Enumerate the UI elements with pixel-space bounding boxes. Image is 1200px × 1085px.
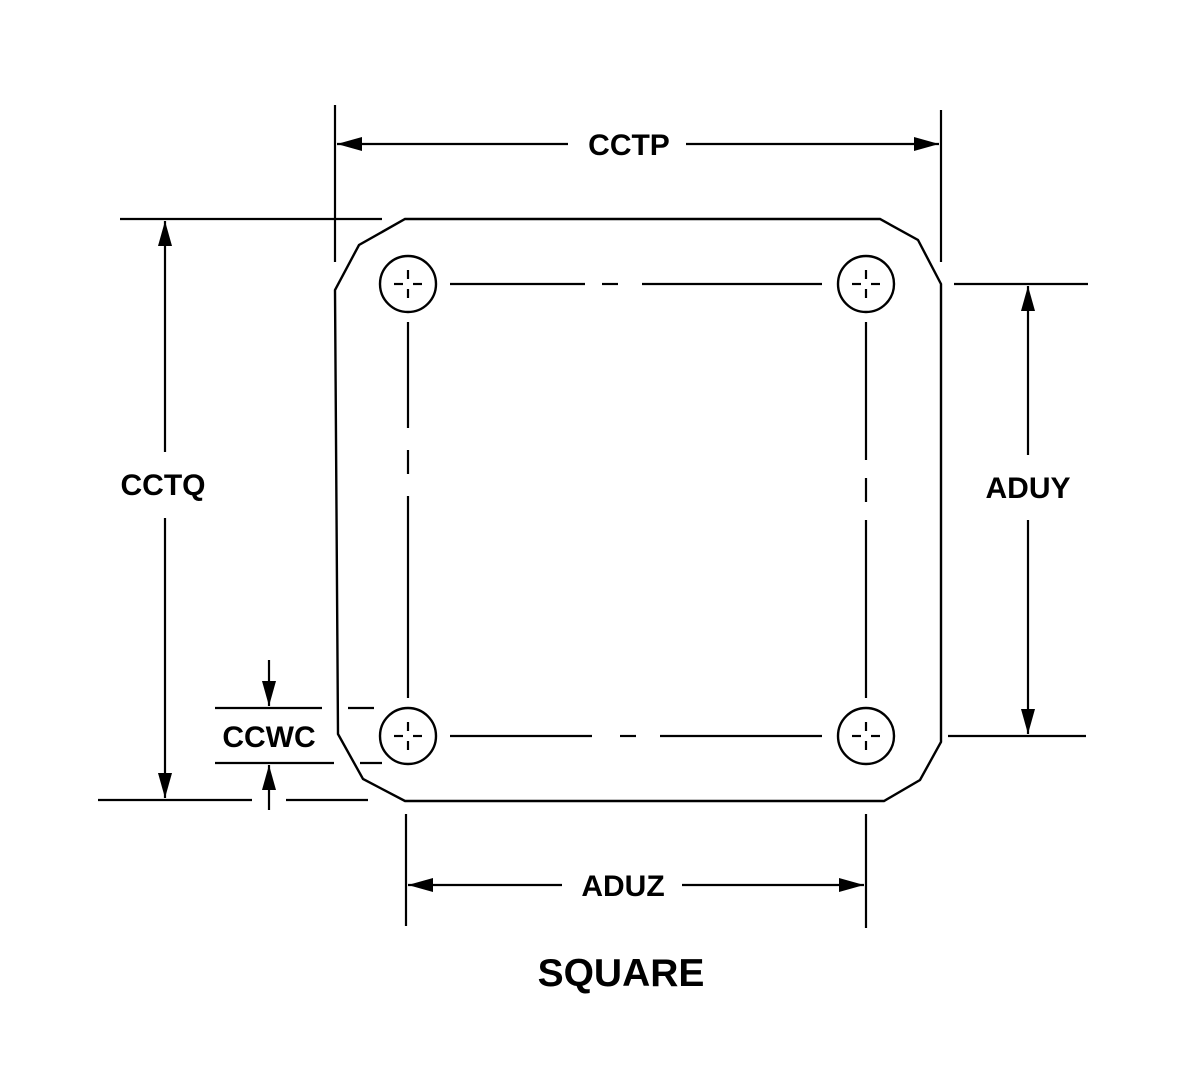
label-aduy: ADUY [985,472,1070,505]
dimension-hole-spacing-horizontal [404,814,868,928]
dimension-edge-to-hole [215,660,382,810]
shape-caption: SQUARE [538,952,705,995]
hole-bottom-left [378,706,438,766]
hole-bottom-right [836,706,896,766]
label-ccwc: CCWC [222,721,315,754]
label-cctp: CCTP [588,129,670,162]
dimension-hole-spacing-vertical [948,282,1088,738]
label-aduz: ADUZ [581,870,664,903]
hole-centerlines [406,282,868,738]
hole-top-left [378,254,438,314]
dimension-overall-height [98,217,382,802]
plate-outline [333,217,943,803]
label-cctq: CCTQ [121,469,206,502]
dimension-overall-width [333,105,943,262]
hole-top-right [836,254,896,314]
